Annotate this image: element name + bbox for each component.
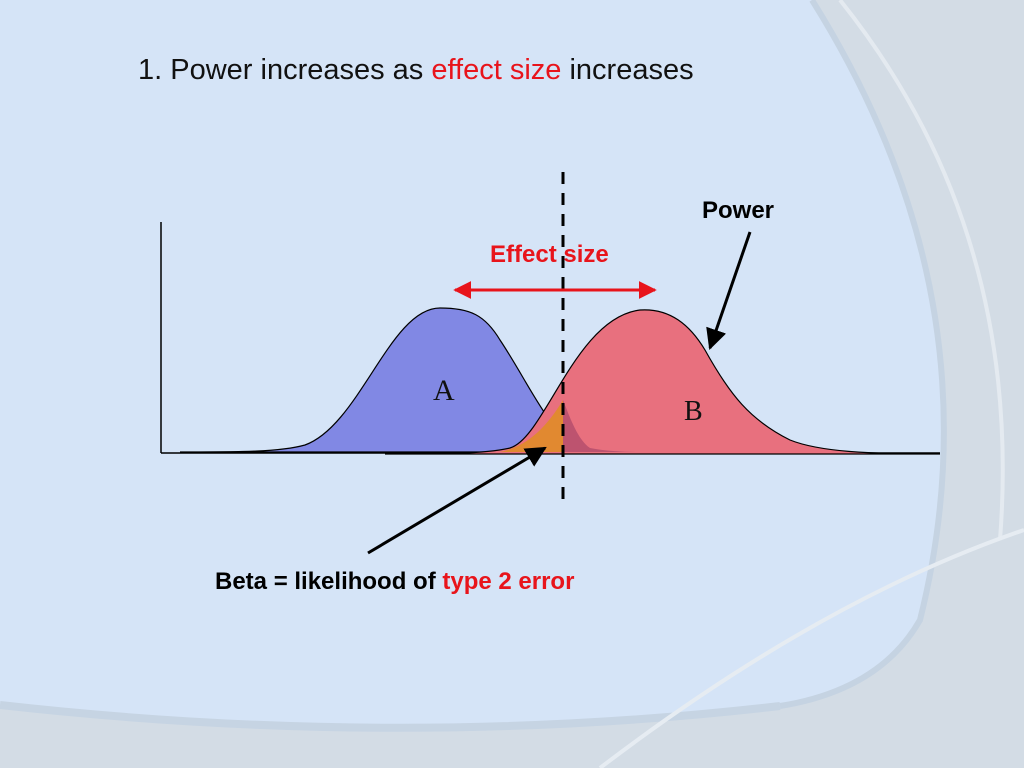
- title-highlight: effect size: [431, 54, 562, 86]
- curve-b-label: B: [684, 396, 703, 427]
- power-arrow: [706, 231, 752, 350]
- power-label: Power: [702, 197, 775, 224]
- slide-title: 1. Power increases as effect size increa…: [138, 54, 694, 87]
- beta-label: Beta = likelihood of type 2 error: [215, 568, 574, 596]
- title-prefix: 1. Power increases as: [138, 54, 432, 86]
- beta-region: [500, 400, 563, 452]
- curve-a-label: A: [433, 374, 455, 407]
- beta-label-highlight: type 2 error: [442, 568, 575, 595]
- beta-label-prefix: Beta = likelihood of: [215, 568, 443, 595]
- overlap-region-right: [563, 400, 650, 452]
- curve-b-distribution: [384, 309, 941, 455]
- beta-arrow: [367, 446, 547, 555]
- effect-size-label: Effect size: [490, 241, 609, 268]
- title-suffix: increases: [561, 54, 694, 86]
